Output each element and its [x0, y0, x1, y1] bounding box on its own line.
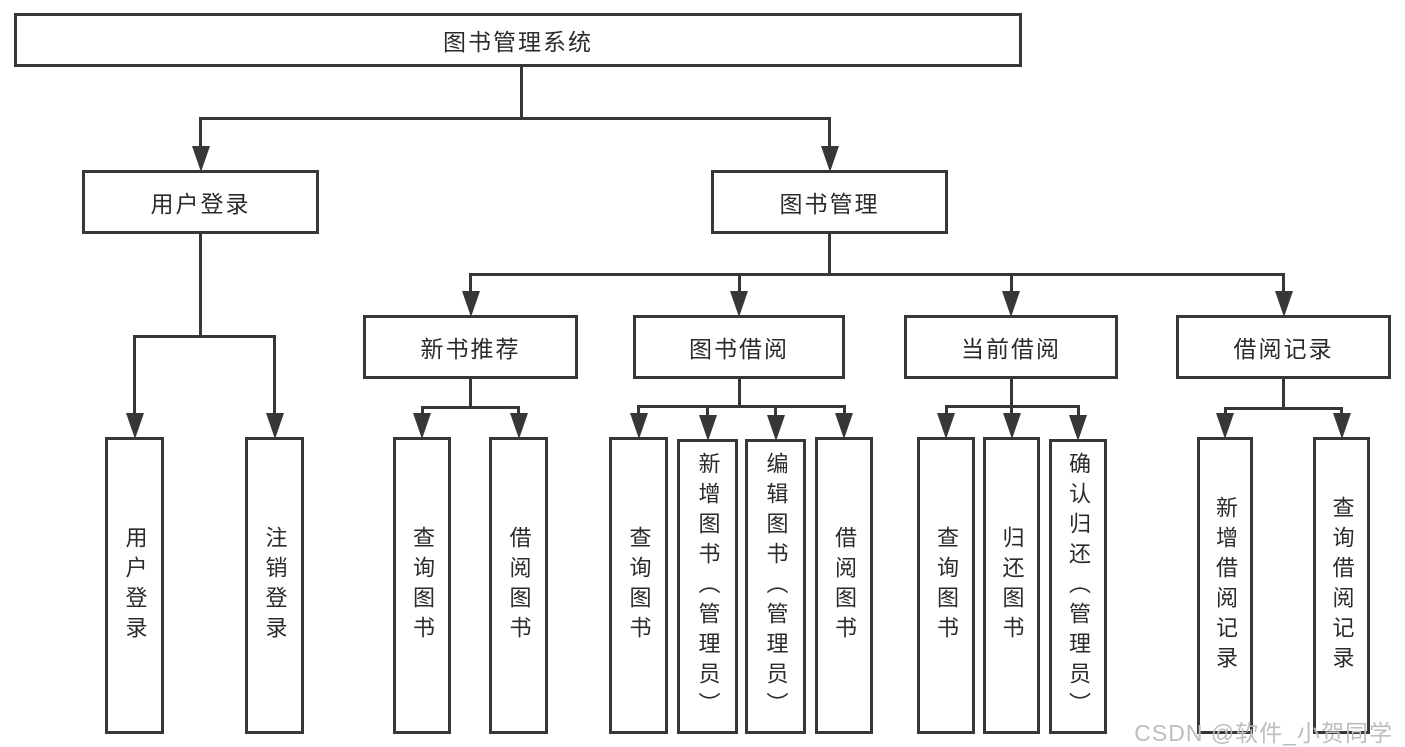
connector-line [1009, 379, 1013, 406]
arrow-down-icon [629, 413, 648, 439]
connector-line [737, 379, 741, 406]
node-br-query: 查询借阅记录 [1313, 437, 1370, 734]
arrow-down-icon [937, 413, 955, 439]
node-label: 新增图书（管理员） [695, 451, 721, 722]
node-label: 当前借阅 [961, 336, 1061, 362]
connector-line [706, 406, 709, 417]
node-label: 借阅记录 [1233, 336, 1334, 362]
connector-line [944, 406, 948, 415]
node-borrow-records: 借阅记录 [1176, 315, 1391, 379]
arrow-down-icon [1069, 415, 1087, 441]
node-cb-query: 查询图书 [917, 437, 975, 734]
connector-line [519, 67, 523, 118]
node-rec-borrow: 借阅图书 [489, 437, 548, 734]
node-label: 图书管理 [779, 191, 880, 217]
node-label: 图书管理系统 [443, 29, 593, 55]
node-label: 借阅图书 [832, 525, 857, 646]
arrow-down-icon [265, 413, 284, 439]
csdn-watermark: CSDN @软件_小贺同学 [1134, 720, 1393, 746]
node-cb-return: 归还图书 [983, 437, 1040, 734]
arrow-down-icon [1332, 413, 1351, 439]
arrow-down-icon [1002, 413, 1021, 439]
node-root: 图书管理系统 [14, 13, 1022, 67]
connector-line [1009, 274, 1013, 293]
node-label: 编辑图书（管理员） [763, 451, 789, 722]
arrow-down-icon [1274, 291, 1293, 317]
connector-line [1340, 408, 1343, 415]
node-bb-add: 新增图书（管理员） [677, 439, 738, 734]
node-label: 注销登录 [262, 525, 288, 646]
connector-line [828, 118, 831, 148]
node-user-login: 用户登录 [82, 170, 319, 234]
node-label: 归还图书 [999, 525, 1025, 646]
node-bb-query: 查询图书 [609, 437, 668, 734]
node-label: 图书借阅 [689, 336, 789, 362]
node-label: 新增借阅记录 [1213, 495, 1238, 676]
node-br-add: 新增借阅记录 [1197, 437, 1253, 734]
connector-line [273, 336, 276, 415]
node-label: 借阅图书 [506, 525, 532, 646]
arrow-down-icon [1216, 413, 1234, 439]
node-label: 用户登录 [122, 525, 148, 646]
connector-line [1223, 408, 1227, 415]
connector-line [1223, 406, 1343, 410]
connector-line [737, 274, 741, 293]
arrow-down-icon [125, 413, 144, 439]
arrow-down-icon [835, 413, 853, 439]
node-label: 查询借阅记录 [1329, 495, 1355, 676]
arrow-down-icon [766, 415, 785, 441]
arrow-down-icon [820, 146, 839, 172]
arrow-down-icon [413, 413, 431, 439]
node-logout: 注销登录 [245, 437, 304, 734]
connector-line [133, 334, 276, 338]
connector-line [469, 274, 472, 293]
arrow-down-icon [1002, 291, 1020, 317]
arrow-down-icon [698, 415, 717, 441]
connector-line [133, 336, 136, 415]
arrow-down-icon [509, 413, 528, 439]
arrow-down-icon [191, 146, 210, 172]
node-label: 新书推荐 [420, 336, 521, 362]
connector-line [469, 379, 472, 407]
node-book-borrow: 图书借阅 [633, 315, 845, 379]
node-login: 用户登录 [105, 437, 164, 734]
connector-line [828, 234, 831, 274]
connector-line [420, 407, 424, 415]
connector-line [1010, 406, 1013, 415]
node-current-borrow: 当前借阅 [904, 315, 1118, 379]
connector-line [469, 272, 1285, 276]
connector-line [420, 405, 520, 409]
node-new-book-rec: 新书推荐 [363, 315, 578, 379]
connector-line [199, 234, 202, 336]
arrow-down-icon [730, 291, 748, 317]
node-label: 查询图书 [934, 525, 959, 646]
connector-line [774, 406, 777, 417]
connector-line [199, 118, 202, 148]
node-cb-confirm: 确认归还（管理员） [1049, 439, 1107, 734]
node-bb-edit: 编辑图书（管理员） [745, 439, 806, 734]
node-book-mgmt: 图书管理 [711, 170, 948, 234]
arrow-down-icon [461, 291, 480, 317]
connector-line [517, 407, 520, 415]
connector-line [1282, 379, 1285, 408]
node-label: 确认归还（管理员） [1066, 451, 1091, 722]
node-label: 查询图书 [410, 525, 435, 646]
connector-line [199, 116, 831, 120]
connector-line [1076, 406, 1080, 417]
connector-line [637, 406, 640, 415]
node-label: 用户登录 [150, 191, 251, 217]
connector-line [842, 406, 846, 415]
node-bb-borrow: 借阅图书 [815, 437, 873, 734]
connector-line [1282, 274, 1285, 293]
node-label: 查询图书 [626, 525, 652, 646]
node-rec-query: 查询图书 [393, 437, 451, 734]
connector-line [637, 404, 846, 408]
